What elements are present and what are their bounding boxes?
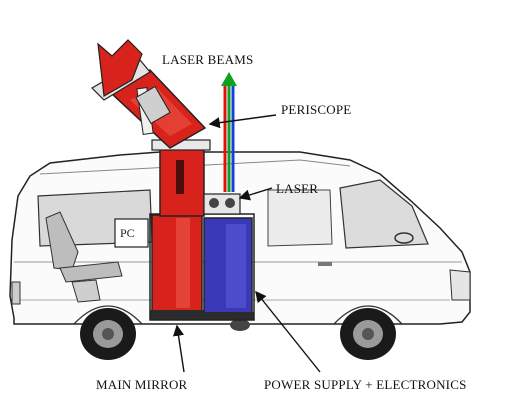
periscope — [91, 39, 211, 217]
main-mirror-label: MAIN MIRROR — [96, 377, 188, 392]
door-handle — [318, 262, 332, 266]
seat — [45, 211, 123, 303]
laser-pointer — [238, 187, 273, 201]
front-grille — [449, 269, 471, 301]
periscope-label: PERISCOPE — [281, 102, 352, 117]
pc-unit: PC — [114, 218, 149, 248]
front-wheel — [340, 308, 396, 360]
rear-wheel — [80, 308, 136, 360]
power-supply-pointer — [255, 290, 321, 373]
main-mirror — [150, 214, 204, 320]
power-supply-unit — [202, 217, 254, 331]
laser-beams — [221, 72, 237, 192]
laser-beams-label: LASER BEAMS — [162, 52, 254, 67]
laser-label: LASER — [276, 181, 319, 196]
side-door-window — [267, 189, 333, 247]
pc-label: PC — [120, 226, 135, 240]
steering-wheel — [394, 232, 414, 244]
laser-head — [203, 193, 241, 215]
power-supply-label: POWER SUPPLY + ELECTRONICS — [264, 377, 467, 392]
main-mirror-pointer — [172, 324, 185, 373]
periscope-pointer — [208, 114, 277, 129]
tail-light — [11, 281, 21, 305]
cab-window — [339, 179, 429, 249]
